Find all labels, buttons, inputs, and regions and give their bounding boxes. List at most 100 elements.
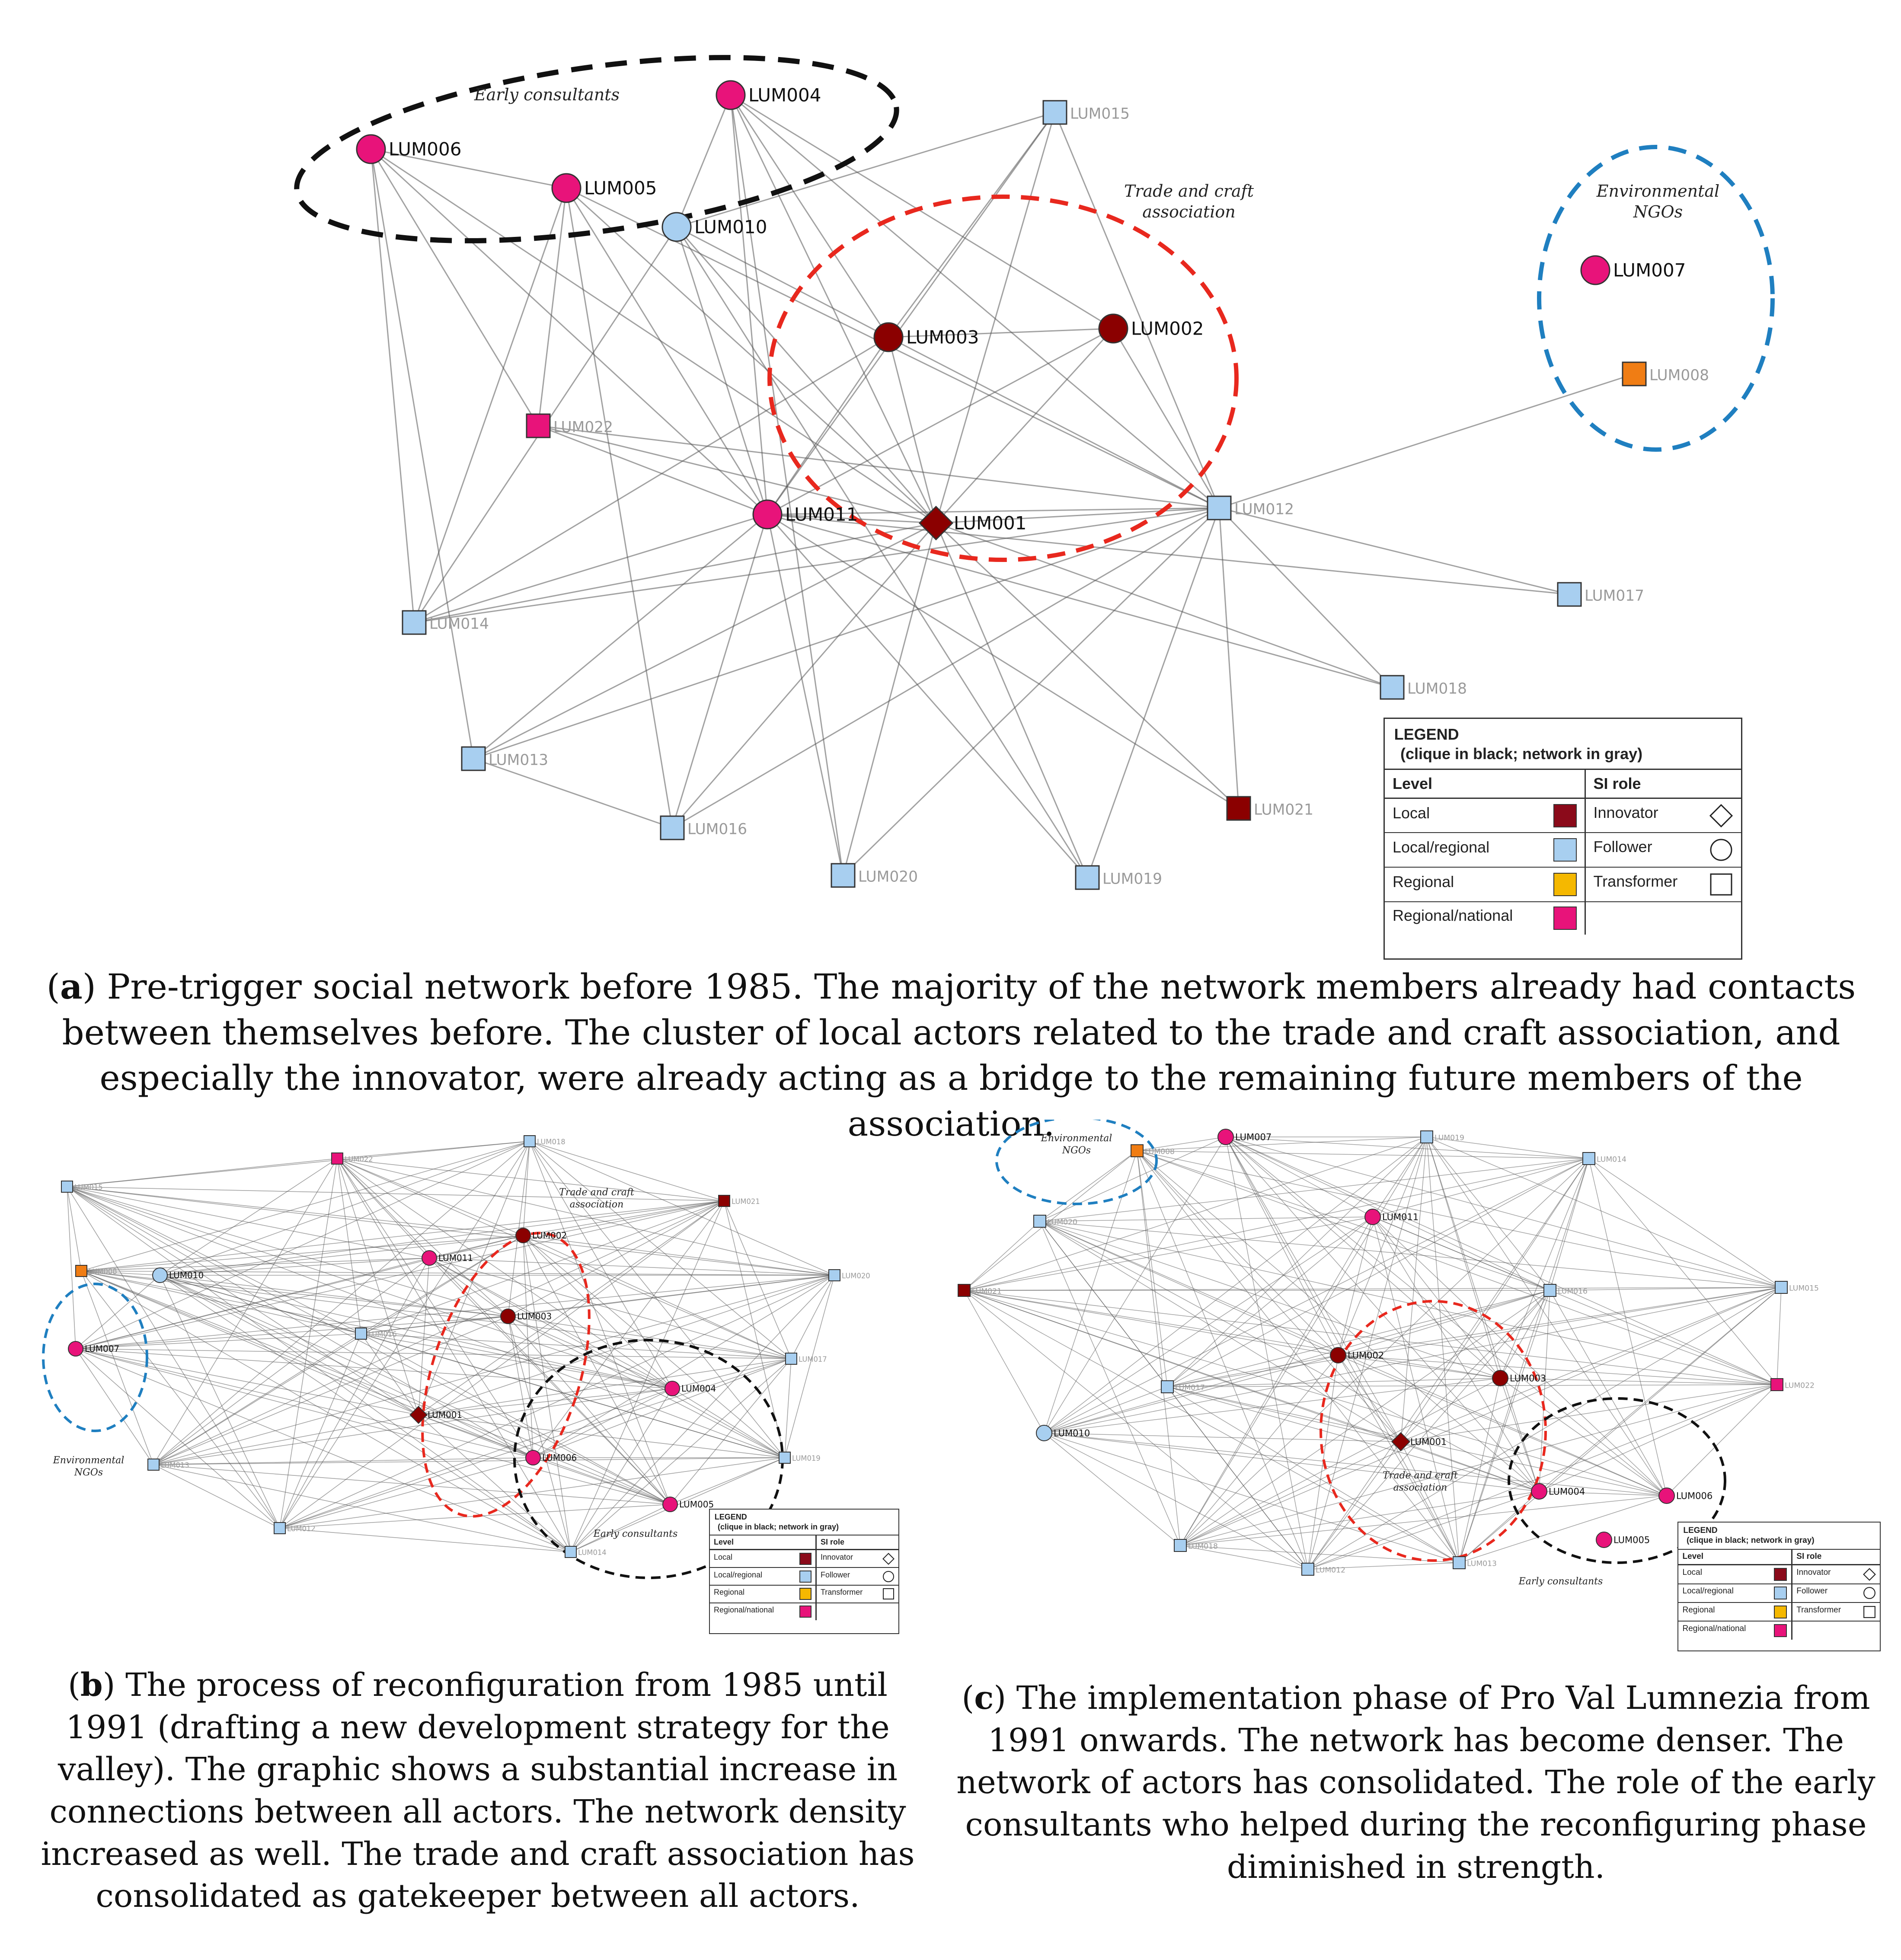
edge-LUM003-LUM002 bbox=[888, 328, 1114, 338]
square-node-lum021 bbox=[718, 1195, 730, 1207]
node-label-lum001: LUM001 bbox=[1410, 1436, 1447, 1447]
edge-LUM011-LUM010 bbox=[1044, 1216, 1373, 1433]
edge-LUM008-LUM010 bbox=[1044, 1150, 1137, 1433]
regional-swatch-b bbox=[799, 1588, 812, 1600]
circle-node-lum003 bbox=[873, 322, 904, 352]
diamond-icon bbox=[1709, 804, 1733, 827]
square-node-lum015 bbox=[61, 1181, 73, 1193]
caption-b: (b) The process of reconfiguration from … bbox=[41, 1666, 915, 1915]
edge-LUM017-LUM013 bbox=[1167, 1386, 1460, 1563]
edge-LUM001-LUM016 bbox=[671, 523, 937, 828]
edge-LUM015-LUM003 bbox=[888, 112, 1056, 338]
edge-LUM022-LUM016 bbox=[337, 1158, 361, 1334]
node-label-lum005: LUM005 bbox=[1613, 1535, 1650, 1545]
edge-LUM007-LUM006 bbox=[75, 1348, 534, 1458]
edge-LUM021-LUM019 bbox=[724, 1200, 785, 1458]
circle-node-lum005 bbox=[551, 173, 581, 203]
edge-LUM017-LUM012 bbox=[279, 1358, 792, 1529]
legend-level-header-c: Level bbox=[1678, 1549, 1792, 1566]
node-lum017: LUM017 bbox=[785, 1353, 827, 1365]
edge-LUM004-LUM018 bbox=[1180, 1491, 1540, 1546]
edge-LUM006-LUM022 bbox=[370, 149, 539, 426]
edge-LUM011-LUM020 bbox=[1039, 1216, 1373, 1222]
edge-LUM004-LUM014 bbox=[570, 1388, 673, 1552]
regional-swatch bbox=[1553, 872, 1577, 896]
edge-LUM017-LUM014 bbox=[570, 1358, 792, 1552]
node-lum003: LUM003 bbox=[1492, 1370, 1546, 1386]
regional-national-swatch-b bbox=[799, 1606, 812, 1618]
edge-LUM011-LUM012 bbox=[279, 1258, 430, 1529]
edge-LUM013-LUM012 bbox=[1307, 1562, 1460, 1570]
trade-craft-ellipse bbox=[767, 195, 1239, 562]
edge-LUM014-LUM010 bbox=[1044, 1158, 1589, 1433]
node-label-lum016: LUM016 bbox=[687, 821, 747, 838]
edge-LUM008-LUM012 bbox=[1219, 373, 1635, 509]
node-lum010: LUM010 bbox=[1036, 1425, 1090, 1441]
diamond-node-lum001 bbox=[1391, 1432, 1411, 1452]
circle-node-lum007 bbox=[1580, 255, 1610, 285]
edge-LUM014-LUM011 bbox=[1372, 1158, 1589, 1217]
edge-LUM008-LUM004 bbox=[1137, 1150, 1540, 1492]
node-lum013: LUM013 bbox=[1453, 1556, 1497, 1569]
node-lum011: LUM011 bbox=[1364, 1209, 1419, 1225]
caption-a: (a) Pre-trigger social network before 19… bbox=[46, 966, 1856, 1144]
edge-LUM015-LUM005 bbox=[67, 1186, 671, 1505]
edge-LUM019-LUM012 bbox=[279, 1457, 785, 1529]
edge-LUM002-LUM020 bbox=[523, 1235, 835, 1276]
node-lum019: LUM019 bbox=[1420, 1130, 1464, 1143]
legend-title-c: LEGEND bbox=[1683, 1526, 1718, 1535]
edge-LUM015-LUM012 bbox=[67, 1186, 280, 1529]
node-lum021: LUM021 bbox=[1226, 796, 1313, 821]
node-lum002: LUM002 bbox=[515, 1228, 567, 1243]
edge-LUM007-LUM004 bbox=[75, 1348, 673, 1389]
circle-node-lum002 bbox=[1098, 313, 1128, 344]
square-node-lum017 bbox=[1557, 582, 1582, 607]
edge-LUM002-LUM014 bbox=[523, 1235, 571, 1552]
edge-LUM016-LUM004 bbox=[361, 1333, 673, 1389]
node-label-lum017: LUM017 bbox=[1175, 1383, 1205, 1392]
edge-LUM006-LUM005 bbox=[371, 148, 567, 189]
edge-LUM019-LUM006 bbox=[1426, 1136, 1667, 1496]
node-label-lum011: LUM011 bbox=[438, 1253, 473, 1263]
square-node-lum016 bbox=[1543, 1284, 1556, 1297]
edge-LUM019-LUM012 bbox=[1307, 1136, 1427, 1570]
node-label-lum001: LUM001 bbox=[954, 513, 1026, 534]
edge-LUM016-LUM013 bbox=[153, 1333, 361, 1465]
edge-LUM008-LUM005 bbox=[81, 1270, 671, 1505]
node-lum021: LUM021 bbox=[958, 1284, 1002, 1297]
edge-LUM019-LUM014 bbox=[1426, 1136, 1589, 1159]
circle-node-lum003 bbox=[1492, 1370, 1508, 1386]
edge-LUM019-LUM013 bbox=[153, 1457, 785, 1465]
node-label-lum016: LUM016 bbox=[1558, 1287, 1588, 1296]
edge-LUM015-LUM007 bbox=[67, 1186, 76, 1349]
square-node-lum008 bbox=[1622, 361, 1647, 386]
square-node-lum022 bbox=[526, 413, 551, 438]
edge-LUM019-LUM017 bbox=[1167, 1136, 1427, 1387]
edge-LUM014-LUM018 bbox=[1180, 1158, 1589, 1546]
edge-LUM014-LUM020 bbox=[1039, 1158, 1589, 1222]
edge-LUM006-LUM013 bbox=[370, 149, 474, 759]
node-lum016: LUM016 bbox=[660, 815, 747, 840]
edge-LUM012-LUM021 bbox=[1218, 508, 1240, 809]
edge-LUM020-LUM012 bbox=[279, 1275, 835, 1529]
legend-subtitle-b: (clique in black; network in gray) bbox=[717, 1522, 839, 1531]
edge-LUM020-LUM019 bbox=[784, 1275, 835, 1458]
edge-LUM016-LUM005 bbox=[361, 1333, 671, 1505]
circle-node-lum002 bbox=[1330, 1347, 1346, 1363]
legend-title-b: LEGEND bbox=[714, 1513, 747, 1522]
edge-LUM011-LUM018 bbox=[767, 514, 1393, 688]
edge-LUM014-LUM003 bbox=[414, 336, 889, 623]
node-lum004: LUM004 bbox=[716, 80, 821, 110]
node-label-lum005: LUM005 bbox=[584, 178, 657, 199]
edge-LUM018-LUM017 bbox=[529, 1141, 792, 1359]
edges-b bbox=[67, 1141, 835, 1552]
edge-LUM014-LUM016 bbox=[1550, 1158, 1589, 1291]
local-regional-swatch bbox=[1553, 838, 1577, 862]
edge-LUM010-LUM004 bbox=[1044, 1433, 1540, 1492]
legend-level-local-regional-c: Local/regional bbox=[1682, 1587, 1734, 1596]
